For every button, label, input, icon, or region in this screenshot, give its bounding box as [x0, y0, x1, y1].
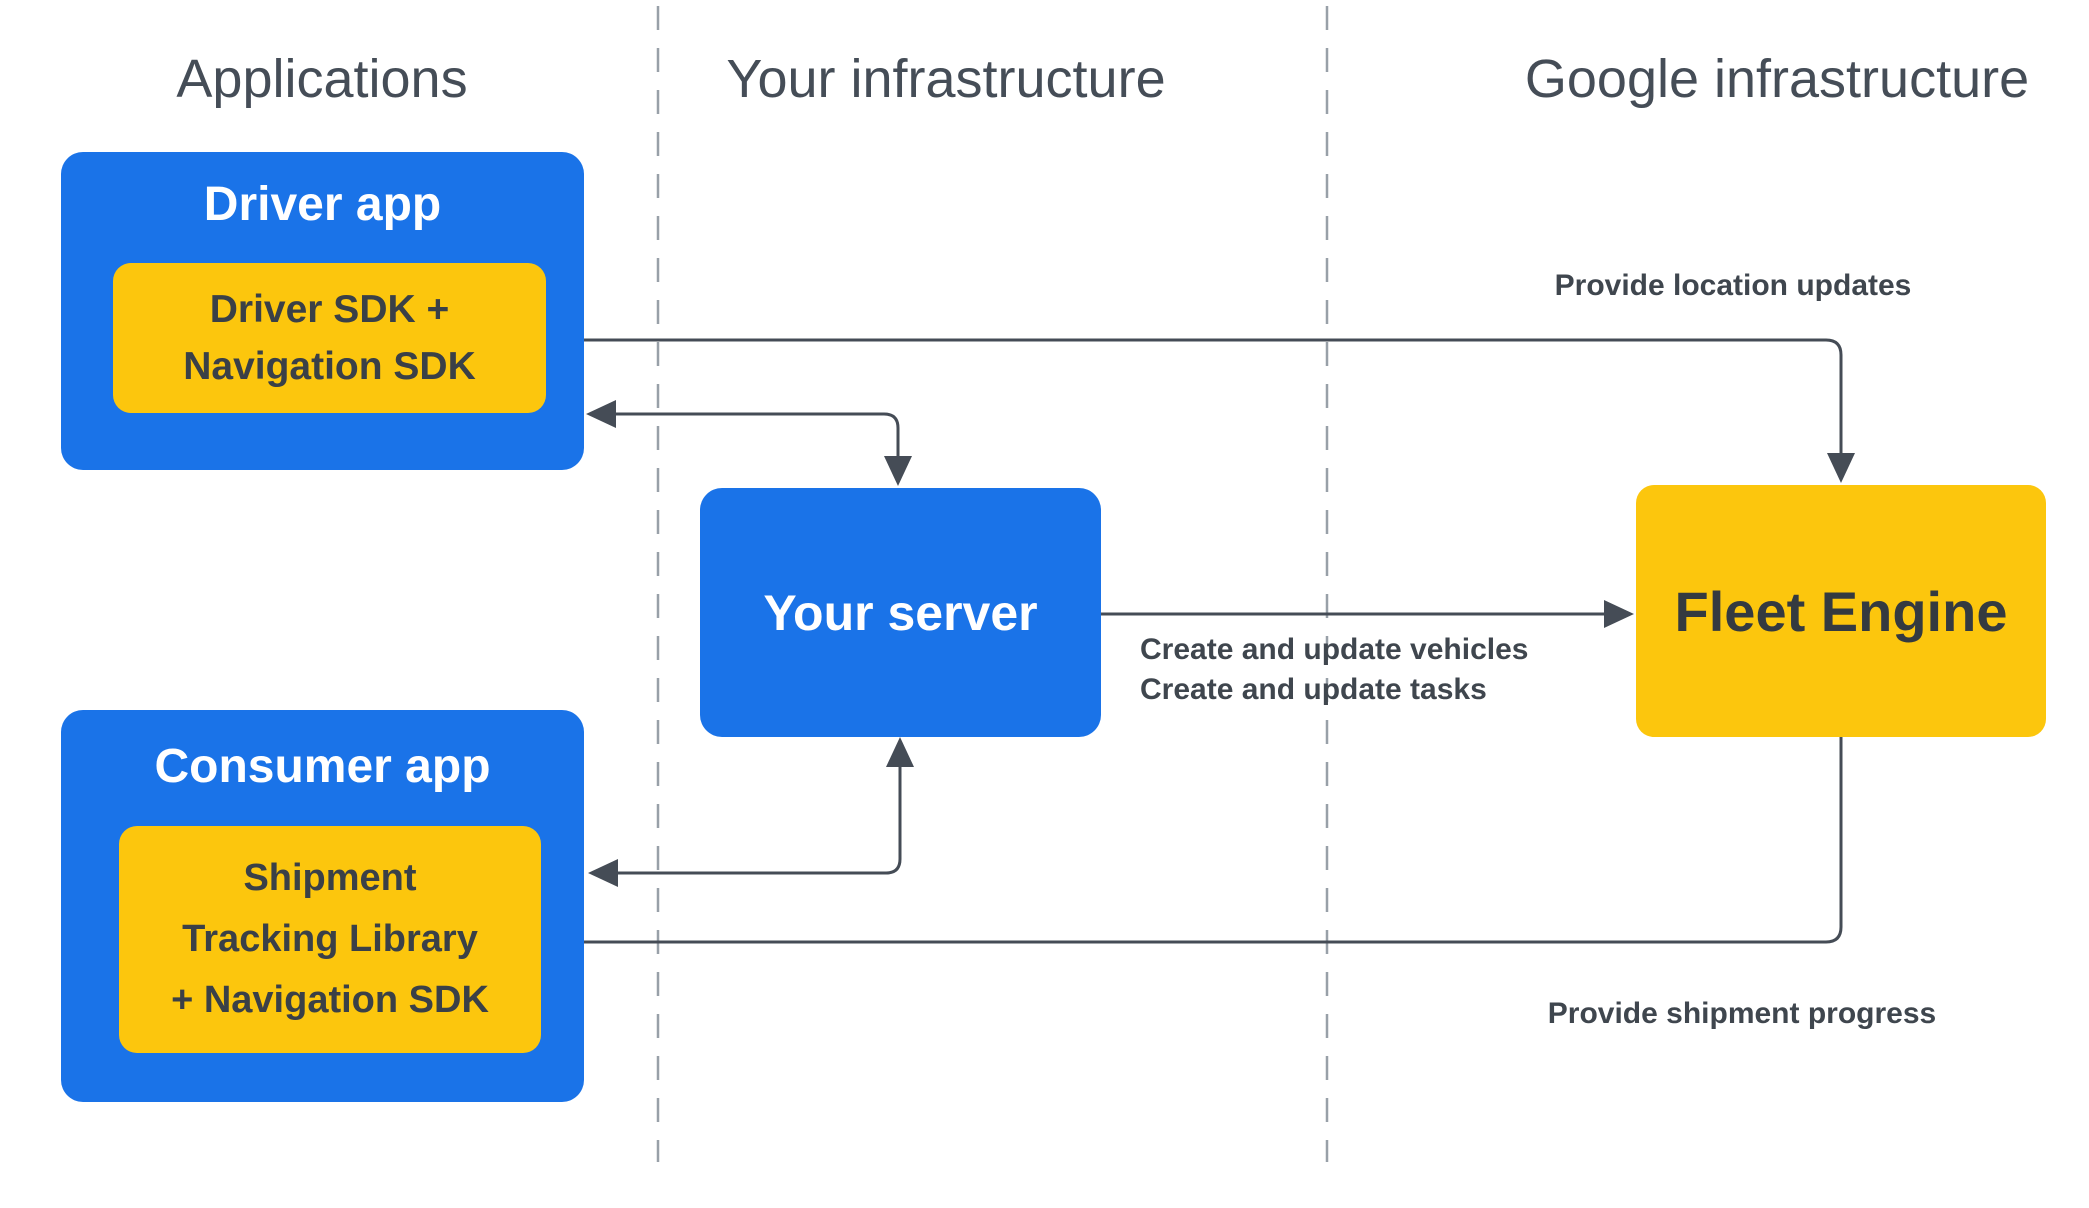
driver-app-title: Driver app	[203, 178, 442, 231]
your-server-title: Your server	[763, 584, 1038, 641]
column-header-google-infrastructure: Google infrastructure	[1524, 49, 2030, 109]
arrowhead-into-your-server-bottom	[886, 737, 914, 767]
arrowhead-into-consumer-app	[588, 859, 618, 887]
fleet-engine-title: Fleet Engine	[1674, 579, 2008, 643]
arrowhead-into-fleet-engine-left	[1604, 600, 1634, 628]
shipment-lib-label-line2: Tracking Library	[182, 918, 478, 960]
edge-driver-app-your-server	[612, 412, 900, 459]
driver-sdk-label-line2: Navigation SDK	[183, 345, 476, 388]
edge-fleet-engine-shipment-lib	[573, 737, 1843, 944]
driver-sdk-label-line1: Driver SDK +	[209, 288, 450, 331]
consumer-app-title: Consumer app	[154, 740, 491, 793]
shipment-lib-label-line1: Shipment	[243, 857, 417, 899]
create-update-tasks-line: Create and update tasks	[1140, 673, 1487, 706]
driver-sdk-label: Driver SDK + Navigation SDK	[113, 263, 546, 413]
create-update-vehicles-line: Create and update vehicles	[1140, 633, 1529, 666]
shipment-tracking-library-label: Shipment Tracking Library + Navigation S…	[119, 826, 541, 1053]
create-update-label: Create and update vehicles Create and up…	[1140, 630, 1528, 710]
fleet-engine-node: Fleet Engine	[1636, 485, 2046, 737]
edge-driver-sdk-fleet-engine	[572, 338, 1843, 456]
column-header-applications: Applications	[176, 49, 468, 109]
arrowhead-into-driver-app	[586, 400, 616, 428]
arrowhead-into-your-server-top	[884, 456, 912, 486]
column-header-your-infrastructure: Your infrastructure	[726, 49, 1166, 109]
shipment-tracking-library-node: Shipment Tracking Library + Navigation S…	[119, 826, 541, 1053]
edge-consumer-app-your-server	[614, 764, 902, 875]
driver-sdk-node: Driver SDK + Navigation SDK	[113, 263, 546, 413]
provide-shipment-progress-label: Provide shipment progress	[1547, 997, 1937, 1030]
arrowhead-into-fleet-engine-top	[1827, 453, 1855, 483]
shipment-lib-label-line3: + Navigation SDK	[171, 979, 489, 1021]
provide-location-updates-label: Provide location updates	[1554, 269, 1912, 302]
your-server-node: Your server	[700, 488, 1101, 737]
